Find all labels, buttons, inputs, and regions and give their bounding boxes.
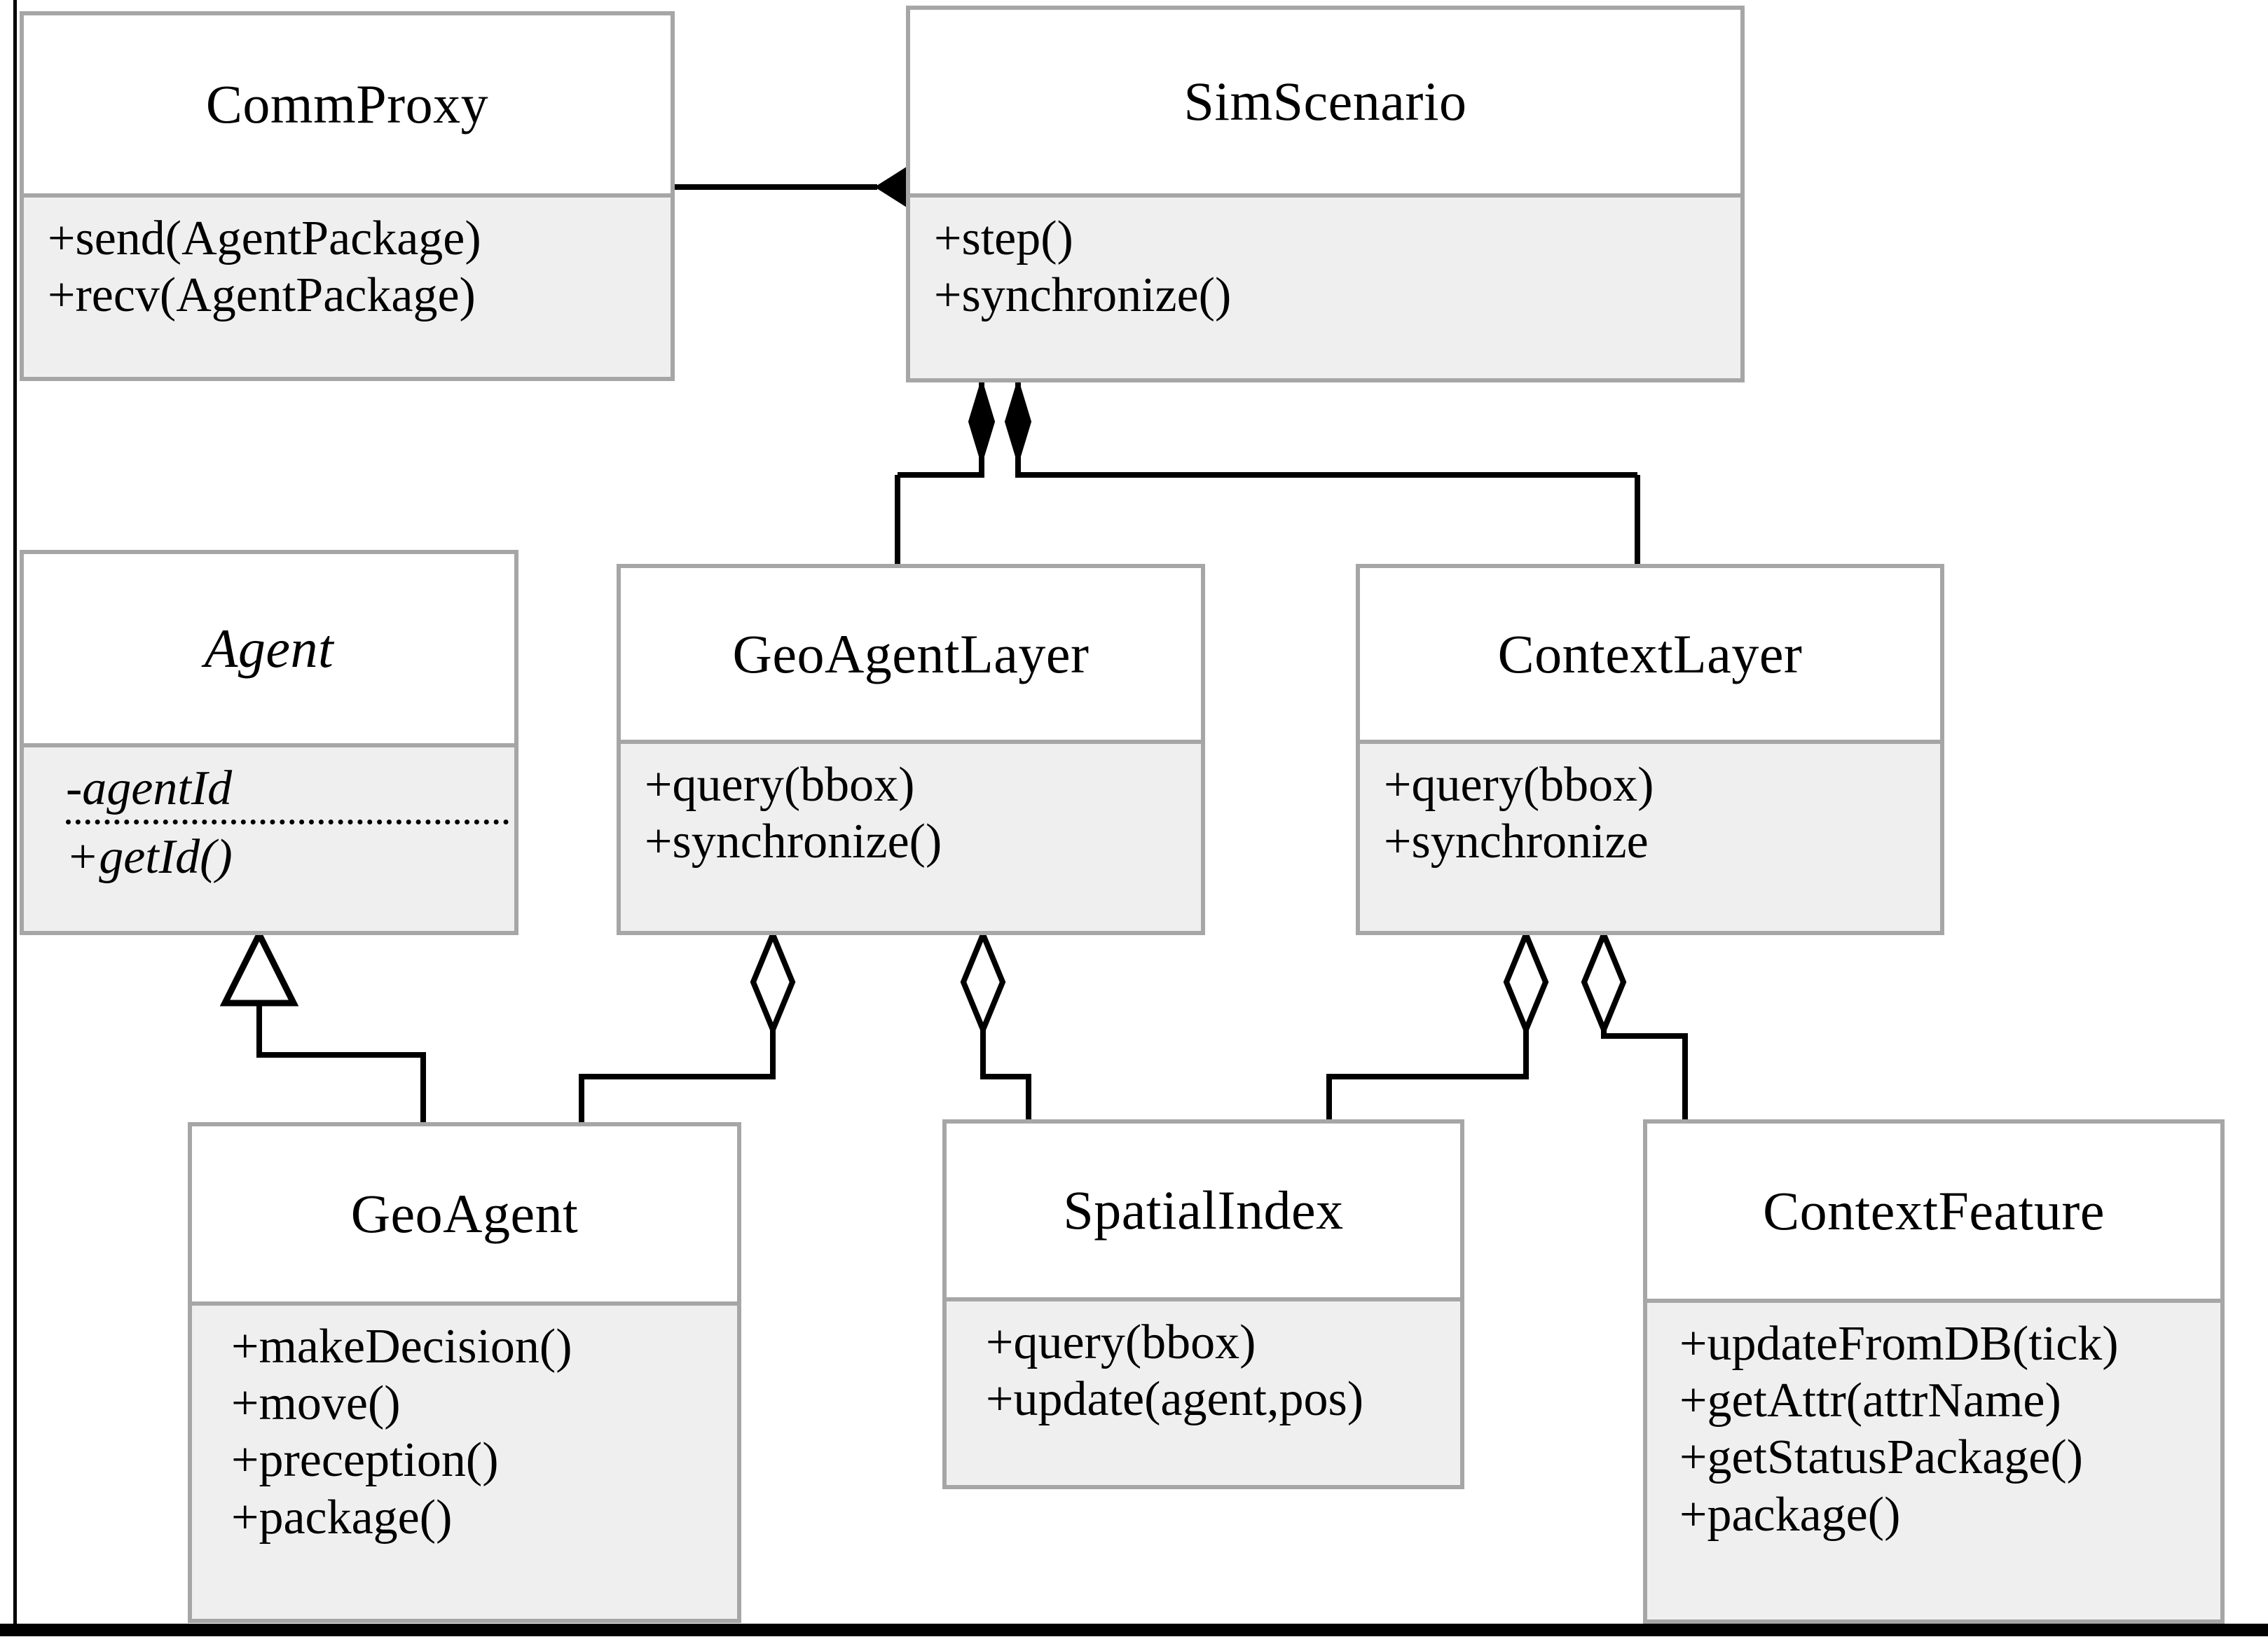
member-row: +synchronize() xyxy=(645,815,942,869)
class-title-comm-proxy: CommProxy xyxy=(24,15,671,193)
member-row: +send(AgentPackage) xyxy=(48,212,481,265)
class-title-geo-agent-layer: GeoAgentLayer xyxy=(621,568,1201,740)
member-row: +getAttr(attrName) xyxy=(1679,1374,2061,1428)
class-box-context-feature[interactable]: ContextFeature +updateFromDB(tick) +getA… xyxy=(1643,1119,2225,1624)
class-members-geo-agent-layer: +query(bbox) +synchronize() xyxy=(621,740,1201,931)
line-geoagentlayer-spatialindex xyxy=(980,1030,1031,1121)
class-title-sim-scenario: SimScenario xyxy=(910,10,1740,193)
member-separator xyxy=(66,820,509,825)
member-row: +recv(AgentPackage) xyxy=(48,268,476,323)
line-simscenario-contextlayer-a xyxy=(1015,382,1637,478)
class-box-geo-agent-layer[interactable]: GeoAgentLayer +query(bbox) +synchronize(… xyxy=(617,564,1205,935)
aggregation-diamond-contextlayer-spatialindex xyxy=(1503,927,1549,1037)
member-row: +synchronize xyxy=(1384,815,1649,869)
class-title-spatial-index: SpatialIndex xyxy=(947,1124,1460,1297)
member-row: +getStatusPackage() xyxy=(1679,1430,2083,1485)
member-row: +makeDecision() xyxy=(231,1320,572,1374)
generalization-triangle-agent xyxy=(219,927,299,1007)
member-row: +step() xyxy=(934,212,1073,265)
member-row: +package() xyxy=(1679,1487,1901,1542)
class-members-spatial-index: +query(bbox) +update(agent,pos) xyxy=(947,1297,1460,1485)
class-members-sim-scenario: +step() +synchronize() xyxy=(910,193,1740,378)
aggregation-diamond-geoagentlayer-geoagent xyxy=(750,927,796,1037)
class-title-agent: Agent xyxy=(24,554,514,743)
member-row: +updateFromDB(tick) xyxy=(1679,1317,2119,1371)
page-border-left xyxy=(13,0,17,1629)
member-row: +query(bbox) xyxy=(986,1315,1256,1369)
aggregation-diamond-geoagentlayer-spatialindex xyxy=(960,927,1006,1037)
class-box-geo-agent[interactable]: GeoAgent +makeDecision() +move() +precep… xyxy=(188,1122,741,1623)
member-row: +synchronize() xyxy=(934,268,1232,323)
class-box-agent[interactable]: Agent -agentId +getId() xyxy=(20,550,518,935)
class-members-geo-agent: +makeDecision() +move() +preception() +p… xyxy=(192,1301,737,1619)
class-members-context-layer: +query(bbox) +synchronize xyxy=(1360,740,1940,931)
line-geoagentlayer-geoagent xyxy=(579,1030,776,1122)
member-row: +query(bbox) xyxy=(1384,758,1654,812)
aggregation-diamond-contextlayer-contextfeature xyxy=(1581,927,1627,1037)
member-row: +package() xyxy=(231,1490,453,1545)
class-box-sim-scenario[interactable]: SimScenario +step() +synchronize() xyxy=(906,6,1745,382)
line-contextlayer-spatialindex xyxy=(1326,1030,1529,1121)
member-row: -agentId xyxy=(66,761,233,815)
member-row: +query(bbox) xyxy=(645,758,915,812)
composition-diamond-simscenario-geoagentlayer xyxy=(968,378,996,466)
line-simscenario-geoagentlayer-a xyxy=(898,382,984,478)
class-title-context-layer: ContextLayer xyxy=(1360,568,1940,740)
class-box-context-layer[interactable]: ContextLayer +query(bbox) +synchronize xyxy=(1356,564,1944,935)
class-box-comm-proxy[interactable]: CommProxy +send(AgentPackage) +recv(Agen… xyxy=(20,11,675,381)
line-agent-geoagent xyxy=(256,1003,426,1122)
line-contextlayer-contextfeature xyxy=(1601,1030,1688,1121)
member-row: +preception() xyxy=(231,1433,499,1488)
class-members-context-feature: +updateFromDB(tick) +getAttr(attrName) +… xyxy=(1647,1299,2220,1619)
class-members-agent: -agentId +getId() xyxy=(24,743,514,931)
member-row: +move() xyxy=(231,1376,401,1431)
class-title-geo-agent: GeoAgent xyxy=(192,1126,737,1301)
member-row: +getId() xyxy=(66,830,233,885)
class-title-context-feature: ContextFeature xyxy=(1647,1124,2220,1299)
page-border-bottom xyxy=(0,1624,2268,1636)
class-box-spatial-index[interactable]: SpatialIndex +query(bbox) +update(agent,… xyxy=(942,1119,1464,1489)
composition-diamond-simscenario-contextlayer xyxy=(1004,378,1032,466)
member-row: +update(agent,pos) xyxy=(986,1372,1364,1427)
class-members-comm-proxy: +send(AgentPackage) +recv(AgentPackage) xyxy=(24,193,671,377)
